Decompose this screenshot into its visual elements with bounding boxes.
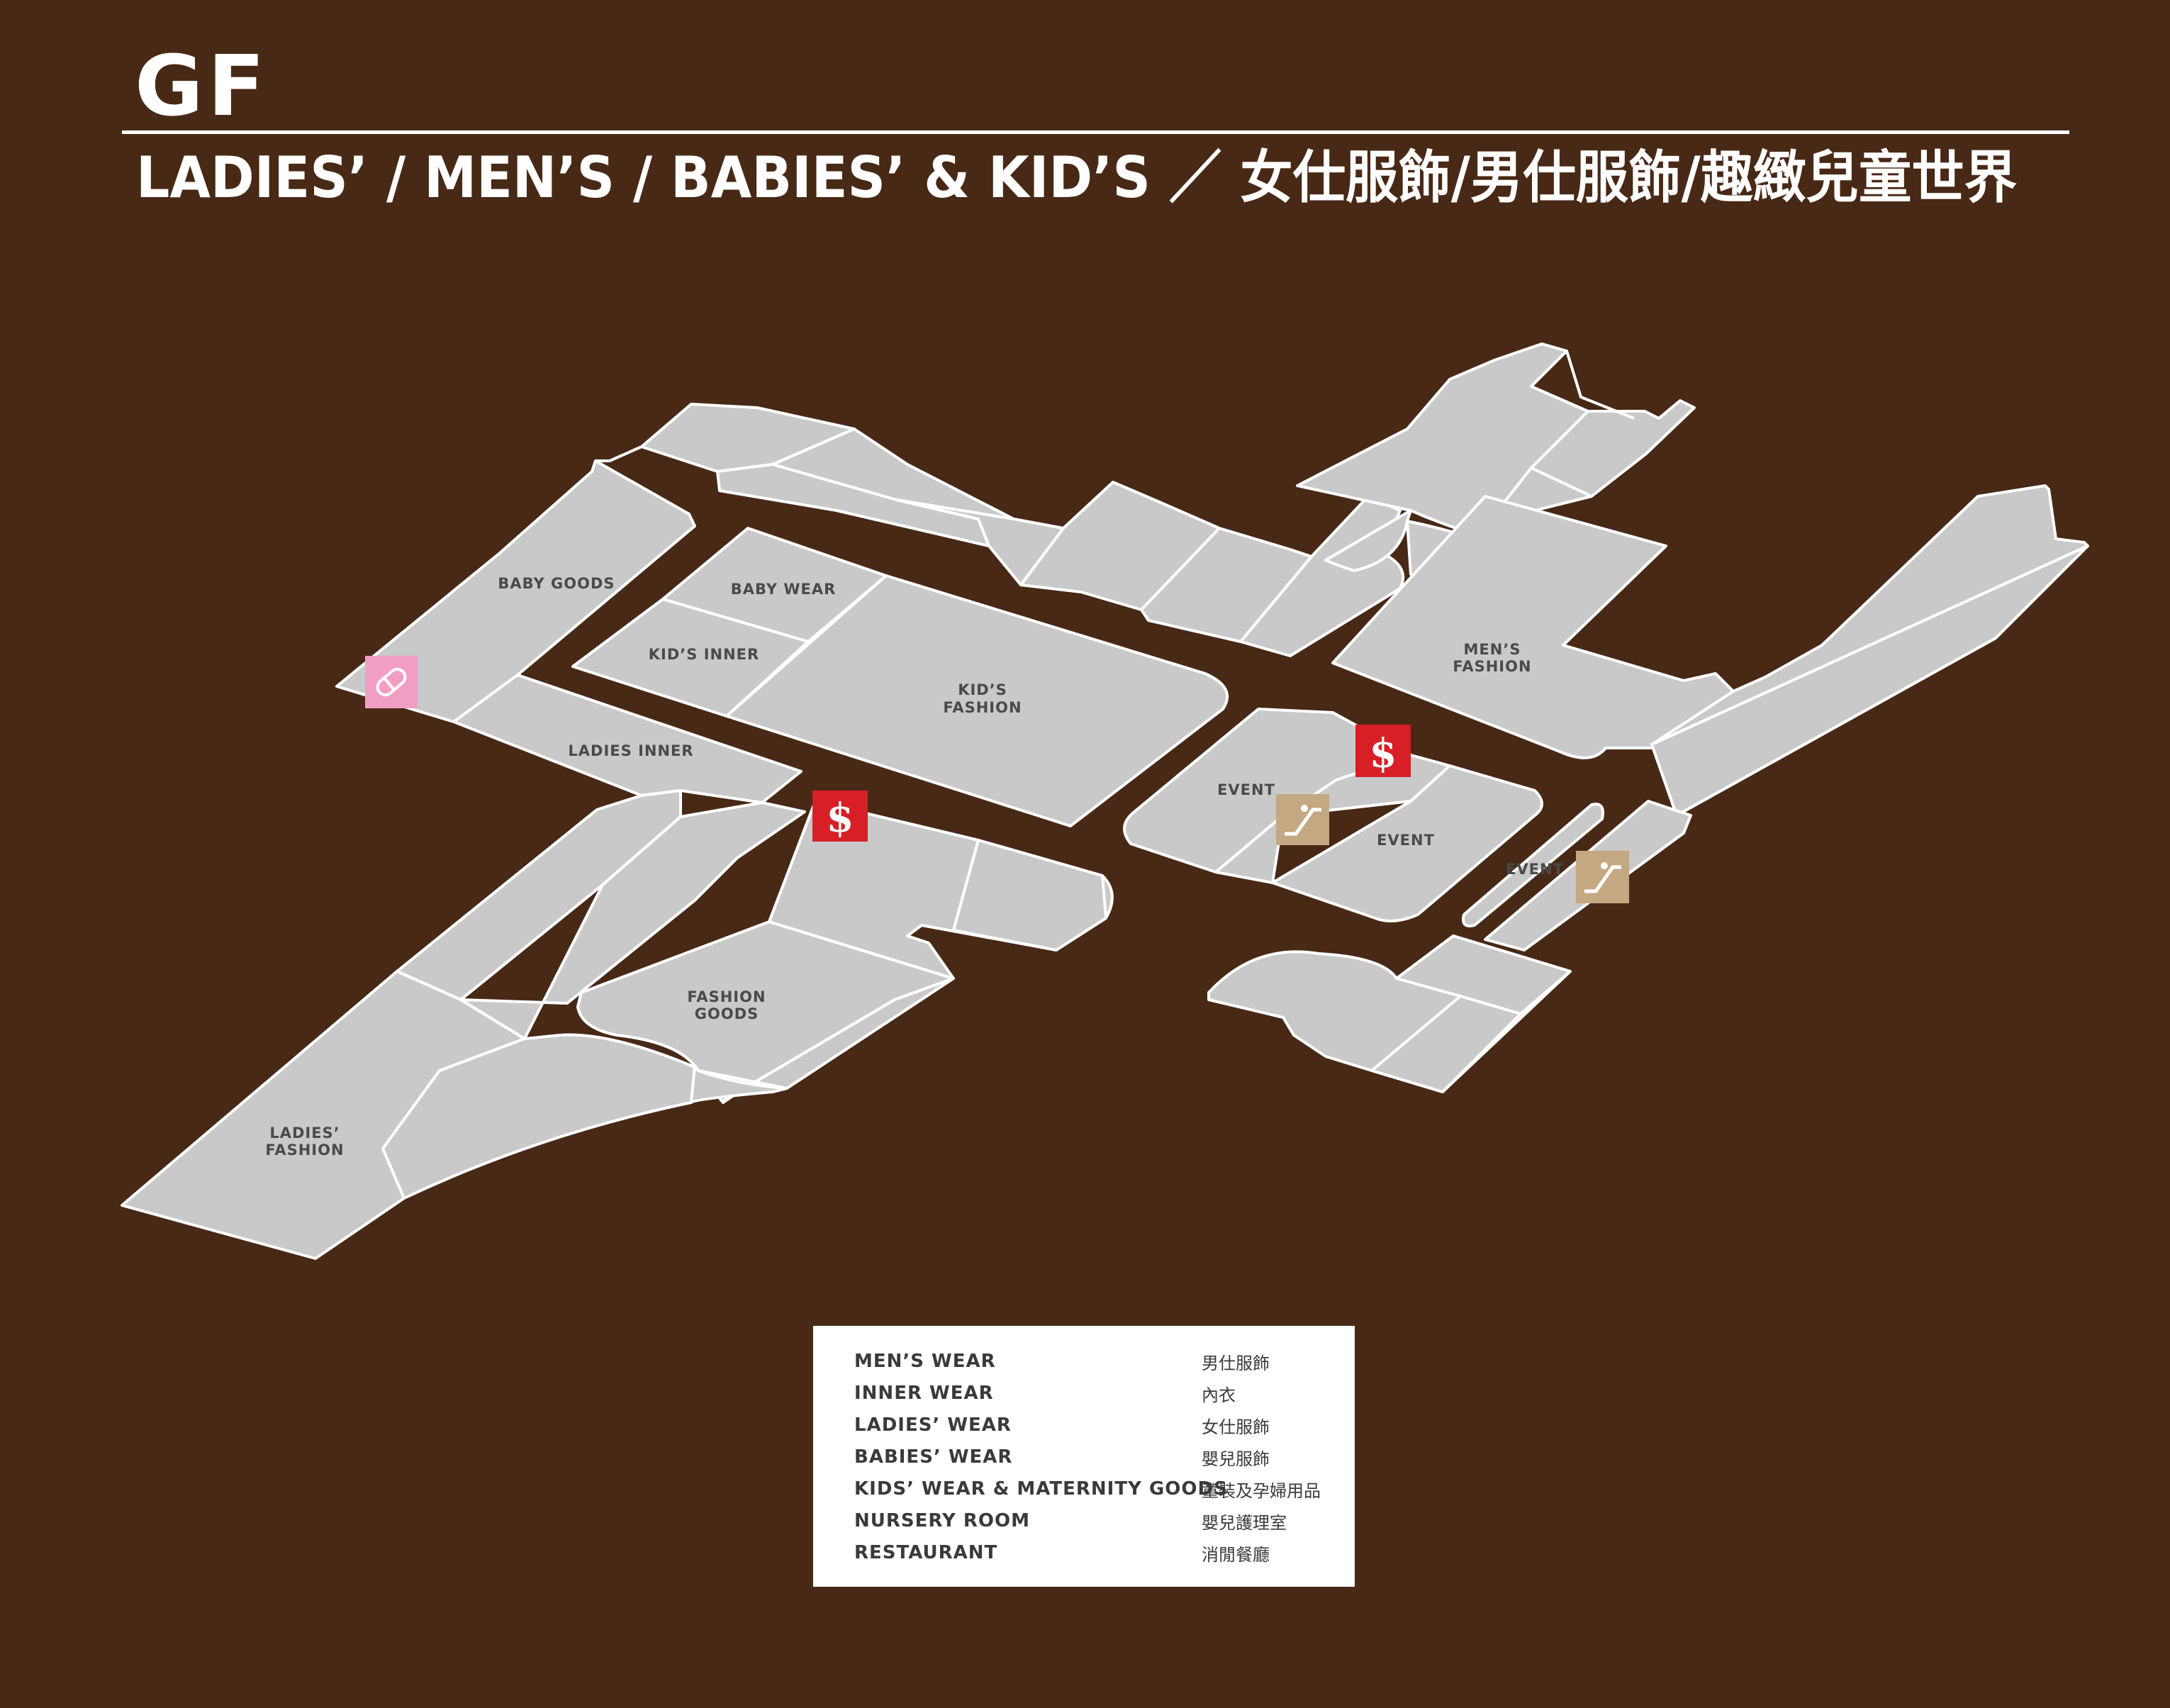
area-curve-south[interactable]	[381, 1033, 696, 1200]
legend-label-en: NURSERY ROOM	[854, 1510, 1030, 1531]
label-fashion-goods-2: GOODS	[695, 1005, 759, 1022]
map-outline-detail-2	[1565, 350, 1635, 420]
legend-label-zh: 消閒餐廳	[1202, 1545, 1270, 1565]
legend-label-zh: 男仕服飾	[1202, 1353, 1270, 1373]
legend-label-en: BABIES’ WEAR	[854, 1446, 1013, 1468]
area-north-3[interactable]	[771, 428, 1015, 520]
cashier-symbol: $	[1370, 730, 1397, 777]
legend-item-ladies-wear: LADIES’ WEAR 女仕服飾	[854, 1414, 1336, 1443]
legend-label-zh: 嬰兒服飾	[1202, 1449, 1270, 1469]
legend-item-babies-wear: BABIES’ WEAR 嬰兒服飾	[854, 1446, 1336, 1475]
cashier-icon[interactable]: $	[1355, 725, 1411, 777]
nursery-room-icon[interactable]	[365, 656, 418, 708]
label-ladies-fashion-1: LADIES’	[269, 1124, 340, 1142]
title-divider	[122, 130, 2069, 134]
label-event-1: EVENT	[1217, 781, 1275, 798]
legend-item-mens-wear: MEN’S WEAR 男仕服飾	[854, 1351, 1336, 1379]
area-mens-fashion[interactable]	[1331, 495, 1735, 759]
cashier-icon[interactable]: $	[812, 791, 868, 842]
legend-item-restaurant: RESTAURANT 消閒餐廳	[854, 1542, 1336, 1570]
floor-subtitle: LADIES’ / MEN’S / BABIES’ & KID’S ／ 女仕服飾…	[136, 145, 2018, 211]
legend-label-en: MEN’S WEAR	[854, 1351, 996, 1372]
legend-label-zh: 女仕服飾	[1202, 1417, 1270, 1437]
area-south-arc-lower[interactable]	[690, 1066, 788, 1104]
area-mens-east-corner[interactable]	[1650, 545, 2089, 817]
label-kids-inner: KID’S INNER	[649, 646, 759, 663]
label-fashion-goods-1: FASHION	[687, 988, 766, 1005]
label-baby-wear: BABY WEAR	[731, 581, 837, 598]
area-central-south-right[interactable]	[952, 839, 1107, 951]
escalator-icon[interactable]	[1576, 851, 1629, 903]
label-mens-fashion-2: FASHION	[1453, 658, 1531, 675]
legend-item-nursery-room: NURSERY ROOM 嬰兒護理室	[854, 1510, 1336, 1539]
area-ladies-fashion-inner[interactable]	[459, 801, 806, 1040]
area-event-4[interactable]	[1214, 814, 1285, 884]
legend-label-en: INNER WEAR	[854, 1383, 994, 1404]
label-event-3: EVENT	[1506, 861, 1564, 878]
legend-panel: MEN’S WEAR 男仕服飾 INNER WEAR 內衣 LADIES’ WE…	[813, 1326, 1355, 1587]
label-ladies-inner: LADIES INNER	[568, 742, 693, 759]
area-south-east-3[interactable]	[1370, 995, 1522, 1093]
cashier-symbol: $	[827, 795, 854, 842]
area-event-thin[interactable]	[1462, 803, 1604, 927]
label-kids-fashion-1: KID’S	[958, 681, 1007, 698]
label-kids-fashion-2: FASHION	[943, 699, 1022, 716]
label-ladies-fashion-2: FASHION	[265, 1142, 344, 1159]
legend-item-inner-wear: INNER WEAR 內衣	[854, 1383, 1336, 1411]
label-event-2: EVENT	[1377, 832, 1435, 849]
area-north-east-5[interactable]	[1324, 509, 1412, 572]
label-baby-goods: BABY GOODS	[498, 575, 615, 592]
legend-label-en: RESTAURANT	[854, 1542, 998, 1563]
legend-item-kids-maternity: KIDS’ WEAR & MATERNITY GOODS 童裝及孕婦用品	[854, 1478, 1336, 1507]
label-mens-fashion-1: MEN’S	[1464, 641, 1521, 658]
legend-label-en: KIDS’ WEAR & MATERNITY GOODS	[854, 1478, 1228, 1500]
escalator-icon[interactable]	[1276, 794, 1329, 845]
map-outline-detail-1	[595, 445, 642, 462]
legend-label-zh: 童裝及孕婦用品	[1202, 1481, 1321, 1501]
area-kids-fashion[interactable]	[725, 574, 1229, 827]
area-ladies-west-strip[interactable]	[396, 789, 682, 1001]
area-event-3[interactable]	[1271, 764, 1543, 922]
legend-label-en: LADIES’ WEAR	[854, 1414, 1012, 1436]
area-south-east-2[interactable]	[1395, 934, 1572, 1015]
legend-label-zh: 內衣	[1202, 1385, 1236, 1405]
floor-title: GF	[135, 37, 269, 135]
legend-label-zh: 嬰兒護理室	[1202, 1513, 1287, 1533]
